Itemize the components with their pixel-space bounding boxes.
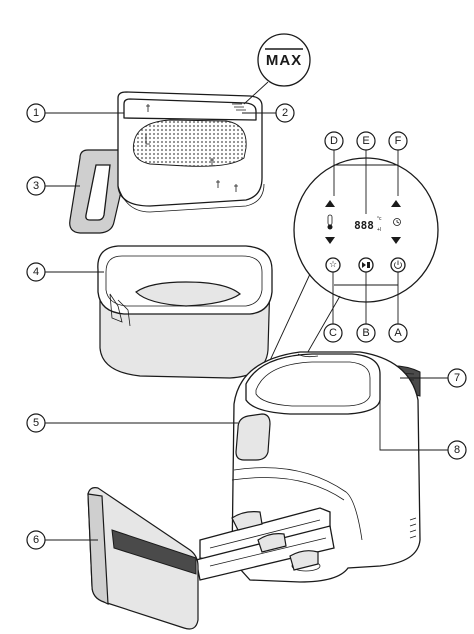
time-down-arrow-icon[interactable] [391, 237, 401, 244]
callout-label: 1 [33, 107, 39, 119]
callout-b: B [356, 323, 376, 343]
callout-a: A [388, 323, 408, 343]
max-indicator: MAX [243, 33, 311, 105]
callout-label: C [329, 327, 337, 339]
callout-d: D [324, 131, 344, 151]
callout-label: F [395, 135, 402, 147]
callout-2: 2 [242, 103, 295, 123]
power-button[interactable] [390, 257, 406, 273]
callout-c: C [323, 323, 343, 343]
callout-label: B [362, 327, 369, 339]
callout-f: F [388, 131, 408, 151]
star-icon: ☆ [329, 260, 337, 270]
callout-label: 5 [33, 417, 39, 429]
control-panel: 888 °c +l ☆ [293, 150, 439, 324]
display-unit-time: +l [377, 227, 381, 233]
callout-label: 3 [33, 180, 39, 192]
play-pause-icon [362, 262, 370, 268]
power-icon [394, 260, 402, 269]
callout-7: 7 [400, 368, 467, 388]
display-digits: 888 [354, 219, 374, 232]
callout-1: 1 [26, 103, 124, 123]
callout-6: 6 [26, 530, 98, 550]
callout-5: 5 [26, 413, 238, 433]
max-label: MAX [266, 52, 302, 69]
callout-3: 3 [26, 176, 80, 196]
preset-button[interactable]: ☆ [325, 257, 341, 273]
basket [69, 91, 265, 234]
pan-drawer [87, 487, 335, 630]
callout-8: 8 [379, 396, 467, 460]
temp-down-arrow-icon[interactable] [325, 237, 335, 244]
pan [97, 245, 273, 379]
callout-label: 4 [33, 266, 39, 278]
callout-label: D [330, 135, 338, 147]
time-up-arrow-icon[interactable] [391, 200, 401, 207]
basket-mesh [132, 119, 247, 167]
callout-e: E [356, 131, 376, 151]
start-stop-button[interactable] [358, 257, 374, 273]
callout-label: E [362, 135, 369, 147]
display-panel-front [235, 413, 271, 461]
callout-label: A [394, 327, 402, 339]
thermometer-icon [327, 214, 333, 230]
callout-label: 2 [282, 107, 288, 119]
callout-label: 8 [454, 444, 460, 456]
temp-up-arrow-icon[interactable] [325, 200, 335, 207]
timer-icon [393, 218, 401, 226]
display-unit-temp: °c [377, 216, 382, 222]
callout-label: 7 [454, 372, 460, 384]
callout-label: 6 [33, 534, 39, 546]
callout-4: 4 [26, 262, 104, 282]
